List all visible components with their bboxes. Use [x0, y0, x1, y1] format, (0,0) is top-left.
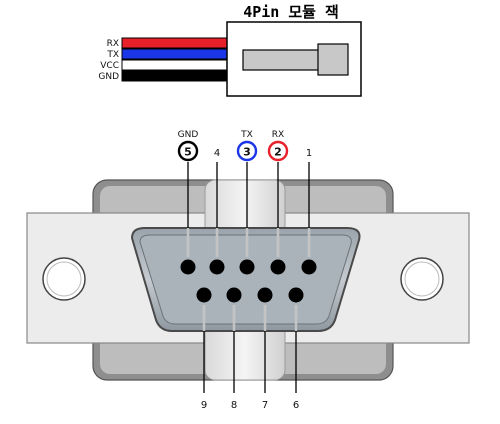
module-plug-body	[242, 49, 320, 71]
pin-hole-2	[270, 259, 286, 275]
pin-number-2: 2	[274, 146, 282, 159]
left-screw-hole	[42, 257, 86, 301]
pin-hole-8	[226, 287, 242, 303]
right-screw-hole	[400, 257, 444, 301]
signal-label-tx: TX	[240, 130, 253, 140]
module-title: 4Pin 모듈 잭	[243, 3, 339, 21]
pin-number-5: 5	[184, 146, 192, 159]
module-plug-head	[317, 43, 349, 76]
pin-labels: 5 GND 4 3 TX 2 RX 1 9 8 7 6	[178, 130, 313, 411]
pin-5-ring	[177, 140, 199, 162]
pin-3-ring	[236, 140, 258, 162]
pin-number-3: 3	[243, 146, 251, 159]
d-sub-face	[139, 234, 352, 325]
signal-label-gnd: GND	[178, 130, 199, 140]
pin-hole-4	[209, 259, 225, 275]
pin-number-1: 1	[306, 148, 312, 159]
pin-hole-1	[301, 259, 317, 275]
pin-hole-5	[180, 259, 196, 275]
wire-vcc	[121, 59, 228, 71]
pin-hole-9	[196, 287, 212, 303]
pin-hole-6	[288, 287, 304, 303]
pin-leader-lines	[186, 162, 311, 393]
pin-number-7: 7	[262, 400, 268, 411]
wire-label-rx: RX	[107, 39, 119, 49]
wire-gnd	[121, 70, 228, 82]
pin-2-ring	[267, 140, 289, 162]
signal-label-rx: RX	[272, 130, 284, 140]
wire-label-vcc: VCC	[100, 61, 119, 71]
pin-holes	[180, 259, 317, 303]
pin-number-4: 4	[214, 148, 220, 159]
wire-rx	[121, 37, 228, 49]
wire-tx	[121, 48, 228, 60]
pin-number-6: 6	[293, 400, 299, 411]
wires	[121, 37, 228, 82]
pin-hole-3	[239, 259, 255, 275]
pin-number-9: 9	[201, 400, 207, 411]
pin-hole-7	[257, 287, 273, 303]
wire-label-gnd: GND	[98, 72, 119, 82]
wire-label-tx: TX	[106, 50, 119, 60]
pin-number-8: 8	[231, 400, 237, 411]
